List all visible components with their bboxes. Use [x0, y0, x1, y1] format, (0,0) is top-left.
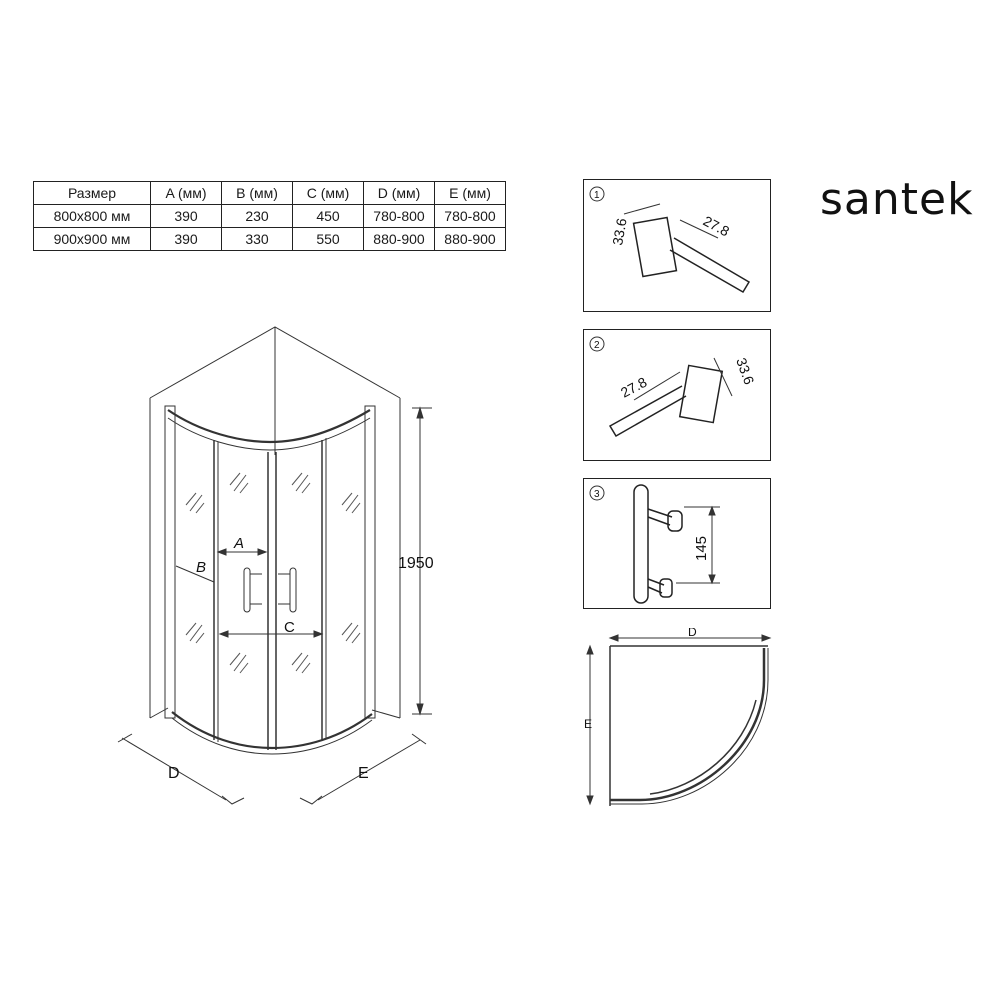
- table-cell: 450: [292, 204, 364, 228]
- table-cell: 330: [221, 227, 293, 251]
- label-a: A: [233, 535, 244, 552]
- table-cell: 880-900: [434, 227, 506, 251]
- detail-panel-1: 1 33.6 27.8: [583, 179, 771, 312]
- plan-door-arc: [649, 699, 757, 795]
- bottom-track: [171, 711, 373, 750]
- label-e: E: [358, 765, 369, 782]
- label-c: C: [284, 619, 295, 636]
- dimension-label: 33.6: [733, 356, 757, 387]
- dimension-label: 33.6: [609, 217, 630, 247]
- detail-panel-2: 2 27.8 33.6: [583, 329, 771, 461]
- plan-label-d: D: [688, 628, 697, 639]
- label-height: 1950: [398, 555, 434, 572]
- right-floor-edge: [371, 709, 401, 719]
- table-cell: 780-800: [434, 204, 506, 228]
- detail-panel-3: 3 145: [583, 478, 771, 609]
- handle-detail: 3 145: [589, 484, 720, 604]
- dimension-label: 27.8: [701, 213, 733, 240]
- bottom-track-outer: [171, 717, 373, 755]
- column-header: A (мм): [150, 181, 222, 205]
- column-header: Размер: [33, 181, 151, 205]
- handle-left: [243, 567, 251, 613]
- plan-view: D E: [584, 628, 772, 806]
- top-track: [167, 409, 371, 444]
- shower-enclosure-drawing: A B C 1950 D E: [117, 326, 434, 805]
- handle-right: [289, 567, 297, 613]
- column-header: E (мм): [434, 181, 506, 205]
- table-cell: 230: [221, 204, 293, 228]
- table-row: 800х800 мм 390 230 450 780-800 780-800: [33, 204, 506, 228]
- plan-arc-outer: [610, 648, 769, 805]
- detail-number: 3: [594, 489, 600, 500]
- table-row: 900х900 мм 390 330 550 880-900 880-900: [33, 227, 506, 251]
- dimension-label: 27.8: [618, 374, 650, 401]
- detail-number: 1: [594, 190, 600, 201]
- profile-section-2: 2 27.8 33.6: [589, 336, 758, 438]
- plan-label-e: E: [584, 717, 592, 731]
- size-table: Размер A (мм) B (мм) C (мм) D (мм) E (мм…: [33, 181, 506, 251]
- label-b: B: [196, 559, 206, 576]
- left-wall-profile: [164, 405, 176, 719]
- dimension-e-line: [317, 739, 421, 801]
- table-cell: 390: [150, 204, 222, 228]
- table-cell: 900х900 мм: [33, 227, 151, 251]
- dimension-label: 145: [693, 536, 710, 561]
- label-d: D: [168, 765, 180, 782]
- column-header: C (мм): [292, 181, 364, 205]
- table-header-row: Размер A (мм) B (мм) C (мм) D (мм) E (мм…: [33, 181, 506, 205]
- table-cell: 390: [150, 227, 222, 251]
- dimension-d-line: [121, 737, 227, 801]
- brand-logo: santek: [820, 174, 974, 225]
- top-track-inner: [167, 417, 371, 451]
- right-wall-profile: [364, 405, 376, 719]
- detail-number: 2: [594, 340, 600, 351]
- plan-arc-frame: [610, 648, 766, 802]
- table-cell: 550: [292, 227, 364, 251]
- profile-section-1: 1 33.6 27.8: [589, 186, 751, 294]
- dimension-b-line: [175, 565, 215, 583]
- table-cell: 800х800 мм: [33, 204, 151, 228]
- table-cell: 780-800: [363, 204, 435, 228]
- table-cell: 880-900: [363, 227, 435, 251]
